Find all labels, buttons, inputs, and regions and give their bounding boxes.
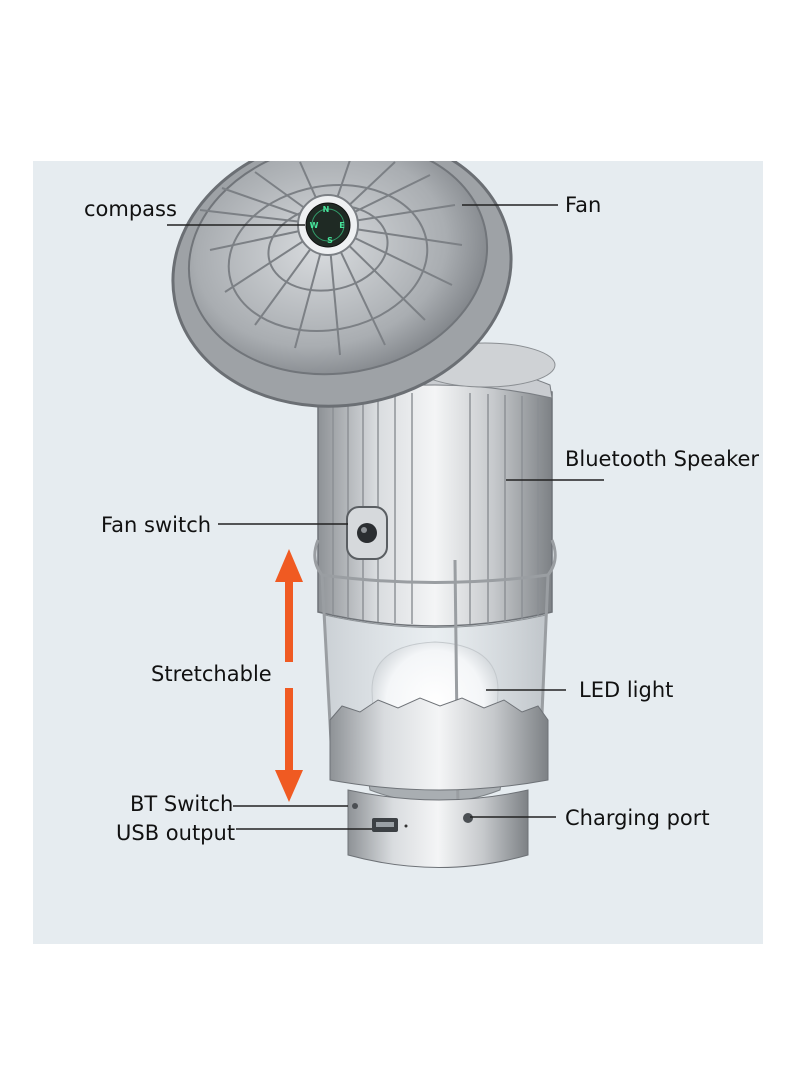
- stretch-arrow-up: [275, 549, 303, 662]
- label-charging-port: Charging port: [565, 806, 710, 830]
- fan-switch-button-graphic: [346, 506, 388, 560]
- label-led-light: LED light: [579, 678, 674, 702]
- compass-letter-e: E: [339, 221, 344, 230]
- label-compass: compass: [84, 197, 177, 221]
- base: [329, 697, 549, 868]
- compass-letter-w: W: [310, 221, 319, 230]
- stretch-arrow-down: [275, 688, 303, 802]
- label-usb-output: USB output: [116, 821, 236, 845]
- label-stretchable: Stretchable: [151, 662, 272, 686]
- compass-letters: N E S W: [310, 205, 345, 245]
- compass-letter-s: S: [327, 236, 333, 245]
- speaker-body: [317, 342, 556, 627]
- fan-head: [171, 161, 513, 408]
- label-fan: Fan: [565, 193, 602, 217]
- compass-letter-n: N: [323, 205, 330, 214]
- label-bluetooth-speaker: Bluetooth Speaker: [565, 447, 760, 471]
- label-fan-switch: Fan switch: [101, 513, 212, 537]
- label-bt-switch: BT Switch: [130, 792, 234, 816]
